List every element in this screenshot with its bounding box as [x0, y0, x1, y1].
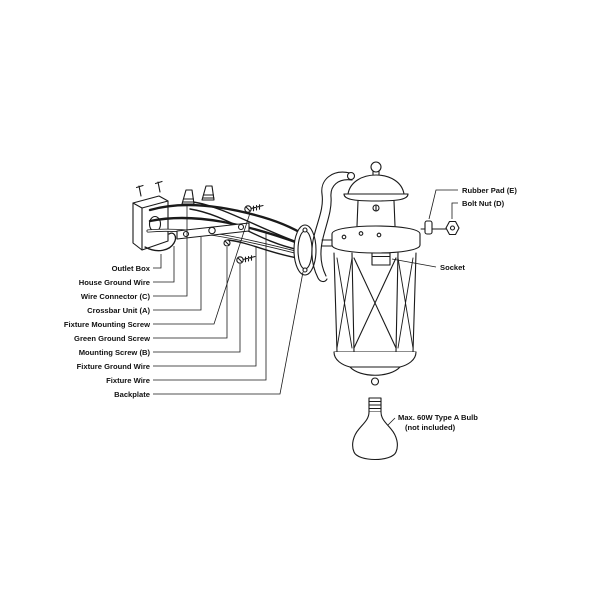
wire-connector-drawing [181, 185, 215, 205]
label-fixture-wire: Fixture Wire [106, 376, 150, 385]
socket-drawing [371, 252, 391, 266]
label-bulb-note-line2: (not included) [405, 423, 456, 432]
bracket-arm-drawing [311, 171, 356, 283]
green-ground-screw-drawing [223, 239, 231, 247]
fixture-mounting-screw-drawing [244, 204, 264, 213]
bulb-drawing [352, 397, 398, 461]
leader-lines [153, 189, 458, 426]
lantern-drawing [331, 161, 421, 386]
backplate-drawing [293, 224, 317, 276]
mounting-screw-b-drawing [236, 255, 256, 264]
labels: Outlet Box House Ground Wire Wire Connec… [64, 186, 517, 432]
label-socket: Socket [440, 263, 465, 272]
label-house-ground-wire: House Ground Wire [79, 278, 150, 287]
rubber-pad-drawing [420, 220, 447, 235]
label-rubber-pad: Rubber Pad (E) [462, 186, 517, 195]
outlet-box-drawing [132, 180, 169, 251]
label-crossbar-unit: Crossbar Unit (A) [87, 306, 150, 315]
label-green-ground-screw: Green Ground Screw [74, 334, 150, 343]
label-fixture-mounting-screw: Fixture Mounting Screw [64, 320, 150, 329]
label-wire-connector: Wire Connector (C) [81, 292, 151, 301]
bolt-nut-drawing [445, 220, 460, 236]
fixture-ground-wire-drawing [227, 239, 299, 259]
label-bolt-nut: Bolt Nut (D) [462, 199, 505, 208]
crossbar-drawing [176, 222, 250, 240]
label-bulb-note-line1: Max. 60W Type A Bulb [398, 413, 478, 422]
fixture-wire-drawing [192, 201, 301, 244]
house-ground-wire-drawing [144, 232, 177, 252]
label-fixture-ground-wire: Fixture Ground Wire [77, 362, 150, 371]
label-backplate: Backplate [114, 390, 150, 399]
label-mounting-screw-b: Mounting Screw (B) [79, 348, 151, 357]
label-outlet-box: Outlet Box [112, 264, 151, 273]
